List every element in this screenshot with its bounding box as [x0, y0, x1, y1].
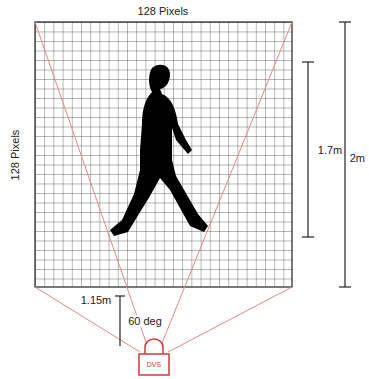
- axis-label: 128 Pixels: [137, 5, 190, 17]
- dimension-lines: [115, 22, 351, 346]
- angle-label: 60 deg: [127, 315, 163, 327]
- pixel-grid: [35, 22, 292, 287]
- dimension-label: 1.7m: [317, 144, 343, 156]
- walking-person: [110, 65, 208, 236]
- camera-box: DVS: [138, 338, 170, 376]
- dimension-label: 2m: [349, 152, 366, 164]
- view-lines: [35, 22, 292, 352]
- camera-label: DVS: [138, 361, 170, 368]
- camera-outline: [138, 338, 170, 376]
- axis-label: 128 Pixels: [9, 129, 21, 182]
- dimension-label: 1.15m: [80, 294, 113, 306]
